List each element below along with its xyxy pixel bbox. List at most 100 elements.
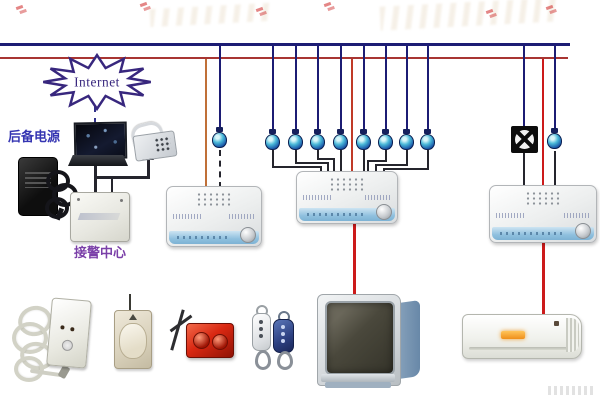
remote-keyfob-blue [273,319,294,353]
wire [383,168,429,170]
watermark-smudge [548,386,594,395]
lamp-transmitter [378,129,393,150]
wire [295,150,297,163]
internet-label: Internet [74,75,120,90]
wire [375,164,377,173]
wire [272,46,274,130]
crt-tv-base [325,382,391,388]
wire [406,150,408,166]
ac-vent [469,347,569,350]
wire [385,150,387,162]
crt-tv-controls [321,374,395,382]
lamp-transmitter [288,129,303,150]
alarm-host-1 [166,186,262,247]
ac-logo [554,321,559,326]
ac-display [501,331,525,339]
panel-knob [376,204,392,220]
lamp-transmitter [265,129,280,150]
wire [340,150,342,173]
wire [219,46,221,128]
wire [367,160,387,162]
alarm-host-3 [489,185,597,243]
speaker-grille [329,177,365,192]
wire [554,46,556,129]
internet-star: Internet [43,52,151,112]
keyfob-clip [255,350,271,370]
wire [375,164,408,166]
exhaust-fan-icon [511,126,538,153]
wire-dashed [219,150,221,188]
laptop-base [68,155,128,166]
sensor-cord [14,356,44,382]
panel-print [496,213,524,218]
laptop [73,121,128,160]
keyfob-clip [277,351,293,370]
lamp-transmitter [420,129,435,150]
watermark-mark [15,4,24,11]
telephone [132,130,178,162]
wire [523,46,525,126]
pir-antenna [129,294,131,311]
alarm-center-label: 接警中心 [74,246,127,261]
wire-red [351,59,353,173]
wire [111,177,113,192]
remote-keyfob-white [252,313,271,351]
arrow-print [129,314,137,320]
sensor-cord [12,322,48,354]
backup-power-label: 后备电源 [8,130,61,145]
wire-orange [205,59,207,188]
crt-tv-screen [325,301,395,375]
panel-band [492,227,594,240]
lamp-transmitter [310,129,325,150]
wire [363,46,365,130]
pir-motion-detector [114,310,152,369]
panel-print [229,214,255,219]
pir-window [119,323,147,359]
lamp-transmitter [399,129,414,150]
wire [427,46,429,130]
ac-fins [566,318,579,352]
bus-wire-red [0,57,568,59]
wire [363,150,365,173]
wire [295,162,329,164]
wire [523,153,525,186]
bus-wire-blue [0,43,570,46]
wire [317,158,335,160]
speaker-grille [525,191,561,206]
wire [94,176,150,179]
wire-red [353,221,356,296]
panel-print [564,213,590,218]
lamp-transmitter [333,129,348,150]
alarm-center-unit [70,192,130,242]
wire [406,46,408,130]
wire [340,46,342,130]
wire [317,46,319,130]
wire-dashed [94,106,96,124]
lamp-transmitter [356,129,371,150]
watermark-smudge [149,2,271,28]
panel-band [299,208,395,221]
wire [272,166,322,168]
wire [295,46,297,130]
panel-print [173,214,201,219]
wire [272,150,274,167]
telephone-keypad [153,135,172,152]
wire [385,46,387,130]
wire-red [542,59,544,186]
wire [320,166,322,173]
air-conditioner [462,314,582,359]
alarm-host-2 [296,171,398,224]
panel-knob [575,223,591,239]
wire [147,160,150,179]
wire [383,168,385,173]
wire [427,150,429,170]
panel-knob [240,227,256,243]
wire [554,151,556,186]
wire [367,160,369,173]
panel-print [303,195,331,200]
wire [327,162,329,173]
panel-print [365,195,391,200]
watermark-mark [139,1,148,8]
wire [333,158,335,173]
